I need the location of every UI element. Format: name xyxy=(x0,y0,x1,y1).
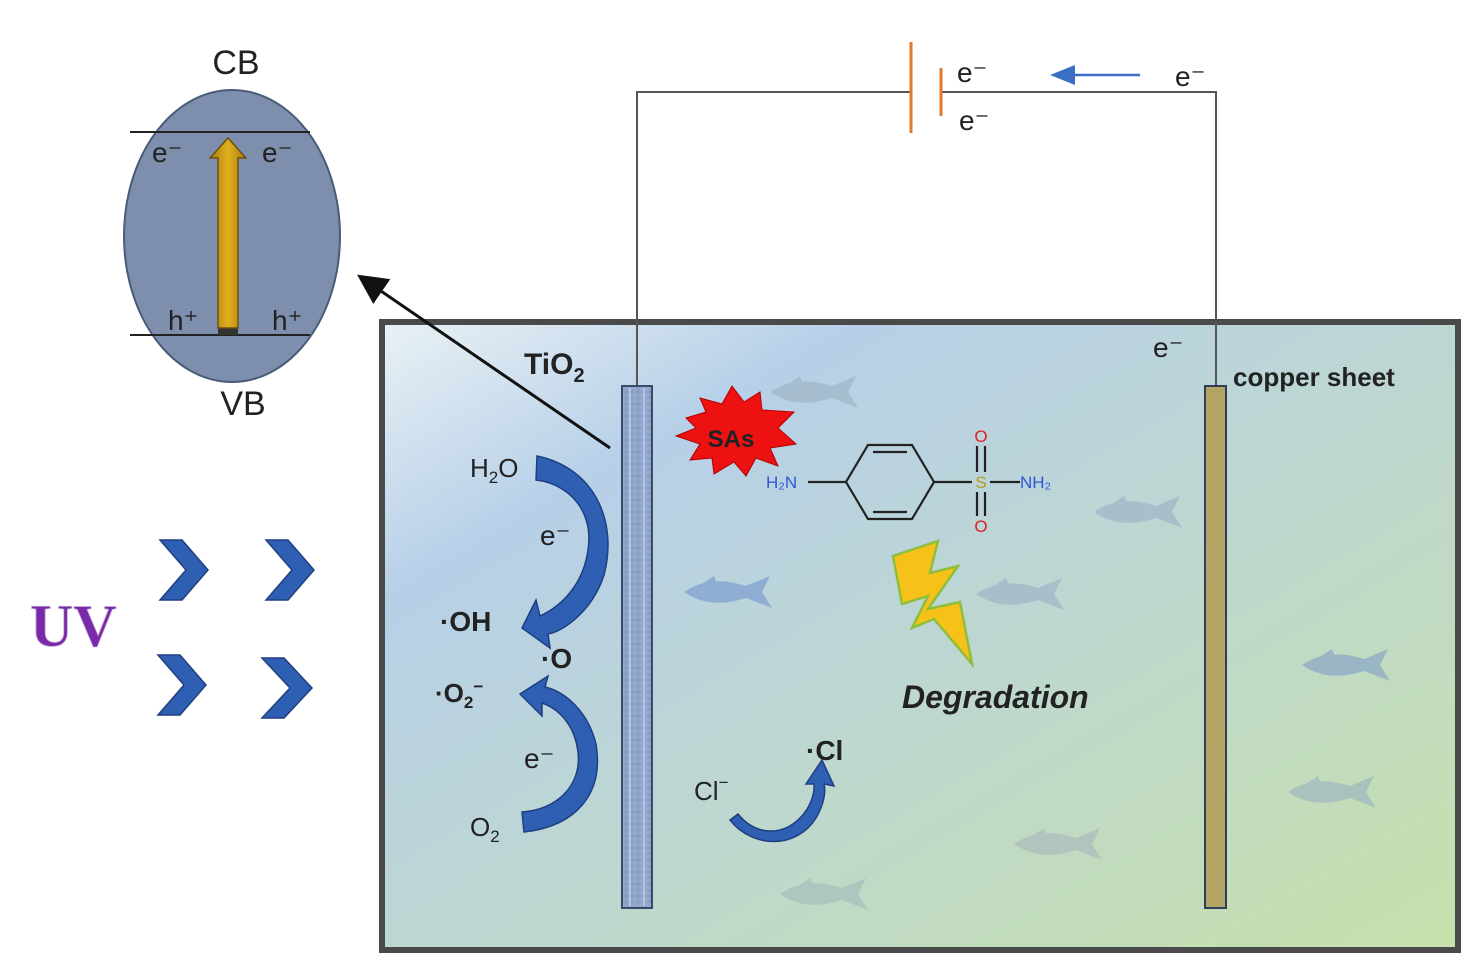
tank xyxy=(379,319,1461,953)
curved-arrow-o2-icon xyxy=(518,674,599,833)
band-hole-label: h⁺ xyxy=(272,305,302,336)
band-electron-label: e⁻ xyxy=(262,137,292,168)
curved-arrow-cl-icon xyxy=(728,758,836,843)
battery-icon xyxy=(909,42,943,133)
excitation-arrow-icon xyxy=(208,136,248,329)
o2-label: O2 xyxy=(470,812,500,846)
chevron-right-icon xyxy=(264,539,315,601)
sulfur-atom-label: S xyxy=(975,473,986,492)
copper-electrode xyxy=(1204,385,1227,909)
chlorine-radical-label: ·Cl xyxy=(806,735,843,766)
chloride-ion-label: Cl− xyxy=(694,773,729,806)
circuit-electron-label: e⁻ xyxy=(957,57,987,88)
circuit-electron-label: e⁻ xyxy=(959,105,989,136)
oxygen-atom-label: O xyxy=(974,427,987,446)
cb-label: CB xyxy=(212,44,259,82)
cathode-electron-label: e⁻ xyxy=(1153,332,1183,363)
band-hole-label: h⁺ xyxy=(168,305,198,336)
pollutant-burst-icon xyxy=(674,385,798,477)
sulfonamide-structure xyxy=(808,443,1020,521)
circuit-wire xyxy=(636,91,1217,386)
oxygen-radical-label: ·O xyxy=(541,643,572,674)
chevron-right-icon xyxy=(156,654,207,716)
arrow-base xyxy=(218,328,238,335)
amine-group-label: H₂N xyxy=(766,473,797,492)
pollutant-badge: SAs xyxy=(708,426,755,453)
superoxide-radical-label: ·O2− xyxy=(435,677,483,712)
reaction-electron-label: e⁻ xyxy=(540,520,570,551)
vb-label: VB xyxy=(220,385,265,423)
reaction-electron-label: e⁻ xyxy=(524,743,554,774)
anode-label: TiO2 xyxy=(524,348,585,387)
zoom-arrow-icon xyxy=(357,274,611,450)
band-diagram: CB VB e⁻ e⁻ h⁺ h⁺ xyxy=(123,44,341,423)
amide-group-label: NH₂ xyxy=(1020,473,1051,492)
hydroxyl-radical-label: ·OH xyxy=(440,606,491,637)
h2o-label: H2O xyxy=(470,453,518,487)
circuit-electron-label: e⁻ xyxy=(1175,61,1205,92)
oxygen-atom-label: O xyxy=(974,517,987,536)
chevron-right-icon xyxy=(260,657,314,719)
lightning-icon xyxy=(891,539,975,669)
curved-arrow-oh-icon xyxy=(521,455,609,650)
chevron-right-icon xyxy=(158,539,209,601)
uv-label: UV xyxy=(30,593,117,659)
degradation-label: Degradation xyxy=(902,679,1089,715)
tank-water xyxy=(379,319,1461,953)
tio2-electrode xyxy=(621,385,653,909)
cathode-label: copper sheet xyxy=(1233,362,1395,392)
band-electron-label: e⁻ xyxy=(152,137,182,168)
uv-chevrons xyxy=(156,539,315,719)
